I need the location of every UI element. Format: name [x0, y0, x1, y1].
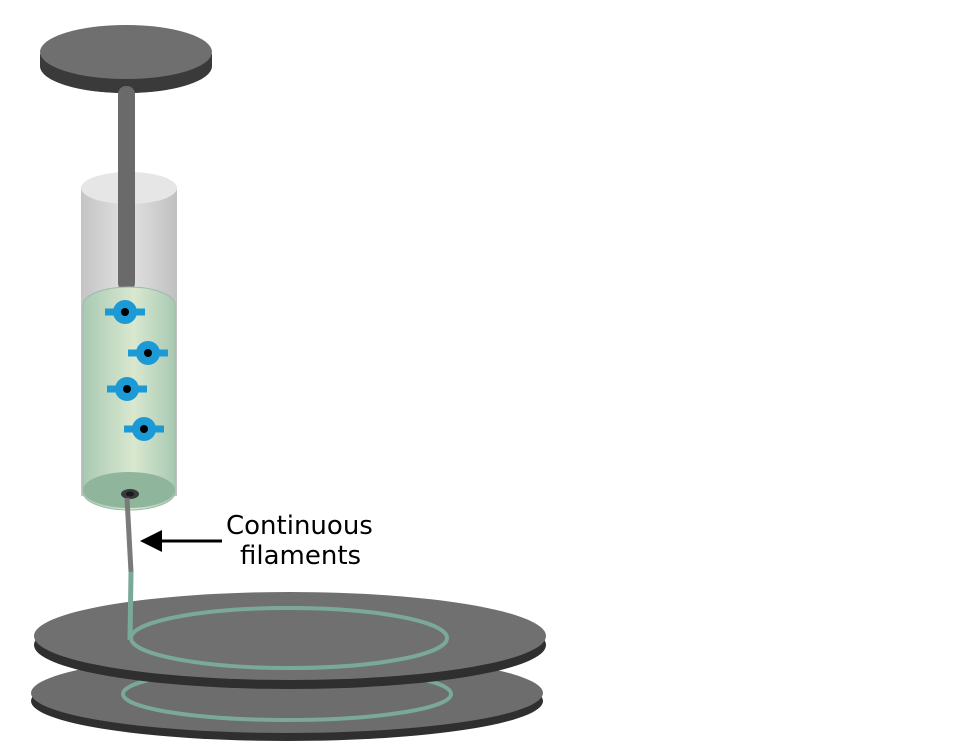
extruded-filament	[124, 497, 134, 641]
stage-plate-upper	[34, 592, 546, 689]
arrow-left-icon	[140, 530, 222, 552]
filament-label-line1: Continuous	[226, 511, 373, 541]
cell-icon	[107, 377, 147, 401]
plunger-rod	[118, 86, 135, 291]
filament-label-line2: filaments	[240, 541, 362, 571]
nozzle	[121, 489, 139, 499]
cell-icon	[105, 300, 145, 324]
plunger-plate	[40, 25, 212, 93]
cell-icon	[124, 417, 164, 441]
cell-icon	[128, 341, 168, 365]
